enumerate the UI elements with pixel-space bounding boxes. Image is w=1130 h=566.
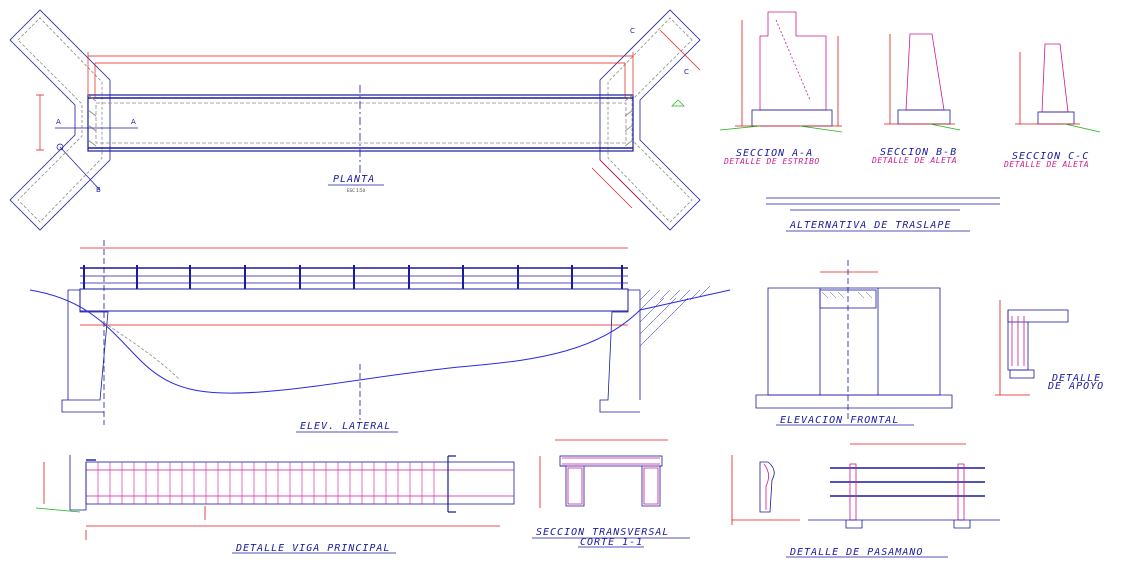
- main-beam-drawing: [35, 455, 515, 540]
- handrail-section-drawing: [731, 455, 800, 525]
- handrail-elevation-drawing: [808, 443, 1000, 529]
- handrail-title: DETALLE DE PASAMANO: [789, 547, 923, 558]
- front-elevation-drawing: [755, 260, 953, 420]
- plan-view: [9, 9, 701, 231]
- side-elevation-title: ELEV. LATERAL: [300, 421, 391, 432]
- bearing-detail-title-1: DETALLE: [1051, 373, 1101, 384]
- section-b-subtitle: DETALLE DE ALETA: [871, 156, 957, 165]
- section-c-drawing: [1015, 43, 1101, 133]
- section-a-drawing: [719, 11, 843, 133]
- section-marker-c-top: C: [630, 27, 635, 35]
- cross-section-cut-label: CORTE 1-1: [580, 537, 643, 548]
- bearing-detail-title-2: DE APOYO: [1047, 381, 1104, 392]
- section-b-drawing: [884, 33, 961, 131]
- section-c-subtitle: DETALLE DE ALETA: [1003, 160, 1089, 169]
- section-c-title: SECCION C-C: [1012, 151, 1089, 162]
- section-a-title: SECCION A-A: [736, 148, 813, 159]
- bearing-detail-drawing: [995, 300, 1069, 396]
- plan-section-markers: A A B C C: [55, 27, 689, 194]
- section-a-subtitle: DETALLE DE ESTRIBO: [723, 157, 820, 166]
- section-marker-b-left: B: [96, 186, 101, 194]
- section-marker-a-left: A: [56, 118, 61, 126]
- section-marker-a-right: A: [131, 118, 136, 126]
- side-elevation-drawing: [29, 240, 731, 425]
- main-beam-title: DETALLE VIGA PRINCIPAL: [235, 543, 390, 554]
- section-marker-c-right: C: [684, 68, 689, 76]
- lap-splice-drawing: [766, 197, 1000, 211]
- cross-section-title: SECCION TRANSVERSAL: [536, 527, 669, 538]
- plan-title: PLANTA: [333, 174, 375, 185]
- plan-dimensions: [36, 29, 701, 209]
- plan-scale: ESC 1:50: [347, 188, 366, 193]
- front-elevation-title: ELEVACION FRONTAL: [780, 415, 899, 426]
- lap-splice-title: ALTERNATIVA DE TRASLAPE: [789, 220, 951, 231]
- section-b-title: SECCION B-B: [880, 147, 957, 158]
- cross-section-drawing: [539, 439, 668, 508]
